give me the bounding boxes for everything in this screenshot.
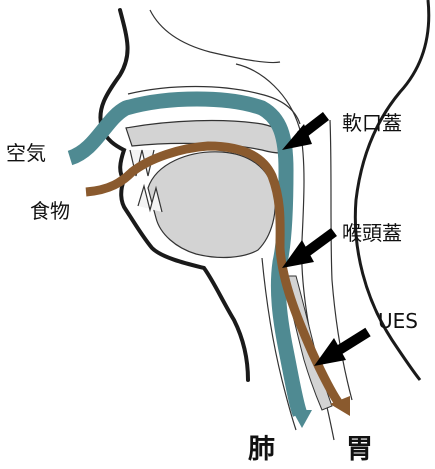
lung-label: 肺 <box>248 434 275 465</box>
ues-label: UES <box>378 309 418 333</box>
air-label: 空気 <box>6 141 46 165</box>
food-label: 食物 <box>30 199 70 223</box>
soft-palate-label: 軟口蓋 <box>342 111 402 135</box>
ues-arrow <box>314 332 368 366</box>
skull-inner-outline <box>150 10 280 63</box>
tongue <box>148 152 275 258</box>
epiglottis-label: 喉頭蓋 <box>342 221 402 245</box>
stomach-label: 胃 <box>346 434 373 465</box>
